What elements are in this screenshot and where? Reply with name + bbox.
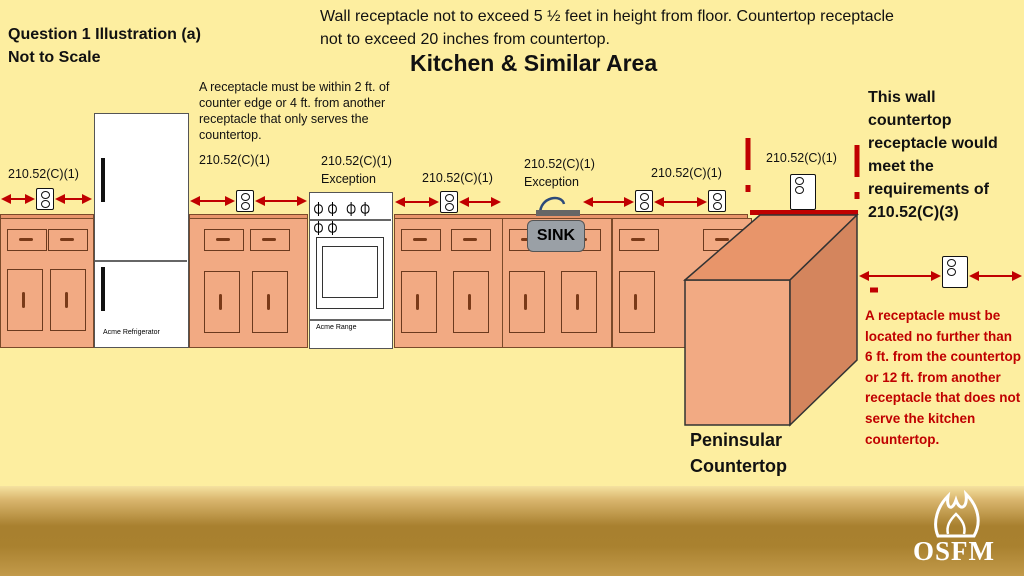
range-knobs: ⏀⏀ ⏀⏀ ⏀⏀ <box>312 202 373 236</box>
receptacle-icon <box>36 188 54 210</box>
drawer <box>48 229 88 251</box>
cabinet-door <box>204 271 240 333</box>
receptacle-icon <box>708 190 726 212</box>
cabinet-door <box>50 269 86 331</box>
cabinet-door <box>7 269 43 331</box>
code-label-c1-b: 210.52(C)(1) <box>199 153 270 167</box>
exception-sink-label: Exception <box>524 175 579 189</box>
code-label-c1-exc-sink: 210.52(C)(1) <box>524 157 595 171</box>
range-panel-line <box>310 219 391 221</box>
peninsular-meets-note: This wall countertop receptacle would me… <box>868 89 998 221</box>
exception-range-label: Exception <box>321 172 376 186</box>
range: ⏀⏀ ⏀⏀ ⏀⏀ Acme Range <box>309 192 393 349</box>
range-base-line <box>310 319 391 321</box>
code-label-c1-exc-range: 210.52(C)(1) <box>321 154 392 168</box>
range-label: Acme Range <box>316 324 357 331</box>
not-to-scale-label: Not to Scale <box>8 49 101 66</box>
fridge-divider <box>95 260 187 262</box>
receptacle-icon <box>790 174 816 210</box>
drawer <box>401 229 441 251</box>
main-title: Kitchen & Similar Area <box>410 50 658 76</box>
cabinet-door <box>561 271 597 333</box>
drawer <box>451 229 491 251</box>
cabinet-door <box>252 271 288 333</box>
fridge-handle-top <box>101 158 105 202</box>
code-label-c1-e: 210.52(C)(1) <box>766 151 837 165</box>
receptacle-icon <box>635 190 653 212</box>
peninsular-countertop <box>682 213 859 427</box>
faucet-icon <box>536 196 580 216</box>
cabinet-door <box>619 271 655 333</box>
refrigerator: Acme Refrigerator <box>94 113 189 348</box>
top-note: Wall receptacle not to exceed 5 ½ feet i… <box>320 8 894 48</box>
drawer <box>204 229 244 251</box>
osfm-flame-logo-icon <box>934 489 980 538</box>
receptacle-icon <box>942 256 968 288</box>
drawer <box>250 229 290 251</box>
code-label-c1-d: 210.52(C)(1) <box>651 166 722 180</box>
code-label-c1-c: 210.52(C)(1) <box>422 171 493 185</box>
drawer <box>619 229 659 251</box>
cabinet-door <box>453 271 489 333</box>
range-window-inner <box>322 246 378 298</box>
six-ft-rule-note: A receptacle must be located no further … <box>865 308 1021 447</box>
cabinet-door <box>401 271 437 333</box>
footer-band <box>0 486 1024 576</box>
cabinet-1 <box>0 218 94 348</box>
drawer <box>7 229 47 251</box>
receptacle-icon <box>236 190 254 212</box>
peninsula-label: Peninsular Countertop <box>690 430 787 476</box>
cabinet-door <box>509 271 545 333</box>
fridge-label: Acme Refrigerator <box>103 329 160 336</box>
within-2ft-note: A receptacle must be within 2 ft. of cou… <box>199 80 390 142</box>
code-label-c1-a: 210.52(C)(1) <box>8 167 79 181</box>
range-window-outer <box>316 237 384 309</box>
receptacle-icon <box>440 191 458 213</box>
question-title: Question 1 Illustration (a) <box>8 26 201 43</box>
cabinet-3 <box>394 218 504 348</box>
sink-label: SINK <box>536 227 576 244</box>
sink: SINK <box>527 220 585 252</box>
cabinet-2 <box>189 218 308 348</box>
osfm-logo-text: OSFM <box>913 536 995 566</box>
fridge-handle-bottom <box>101 267 105 311</box>
